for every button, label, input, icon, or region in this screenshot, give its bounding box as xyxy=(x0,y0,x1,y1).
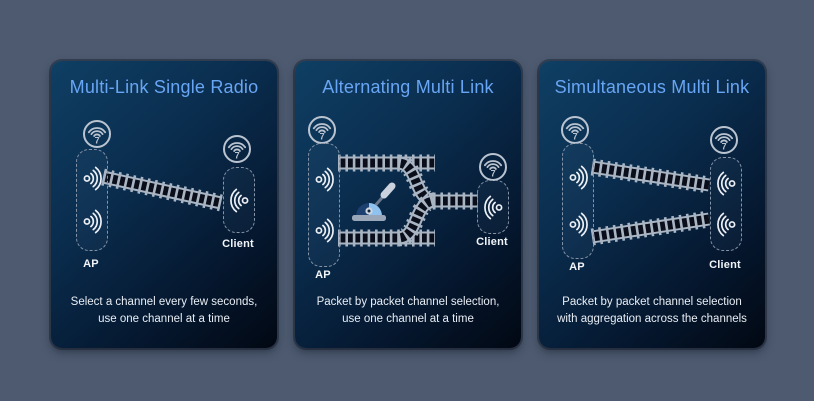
ap-box xyxy=(562,143,594,259)
svg-text:7: 7 xyxy=(235,151,240,161)
panel-title: Multi-Link Single Radio xyxy=(69,77,259,97)
panel-title: Simultaneous Multi Link xyxy=(554,77,750,97)
railroad-track-curve xyxy=(396,154,437,210)
radio-signal-icon xyxy=(716,212,735,237)
wifi7-icon: 7 xyxy=(561,116,589,144)
panel-description: Packet by packet channel selection, use … xyxy=(316,296,500,325)
svg-text:7: 7 xyxy=(95,136,100,146)
ap-box xyxy=(76,149,108,251)
railroad-track xyxy=(590,158,711,194)
client-label: Client xyxy=(222,238,254,250)
panel-description: Select a channel every few seconds, use … xyxy=(70,296,258,325)
panel-simultaneous-multi-link: Simultaneous Multi Link 7 xyxy=(539,61,765,348)
client-box xyxy=(477,180,509,234)
svg-text:7: 7 xyxy=(722,142,727,152)
ap-label: AP xyxy=(315,269,331,281)
radio-signal-icon xyxy=(483,195,502,219)
client-box xyxy=(710,157,742,251)
panel-description: Packet by packet channel selection with … xyxy=(557,296,747,325)
panel-multi-link-single-radio: Multi-Link Single Radio 7 xyxy=(51,61,277,348)
radio-signal-icon xyxy=(315,167,334,192)
radio-signal-icon xyxy=(83,209,102,234)
radio-signal-icon xyxy=(229,188,248,212)
railroad-track xyxy=(101,168,223,212)
radio-signal-icon xyxy=(315,218,334,243)
ap-label: AP xyxy=(83,258,99,270)
svg-text:7: 7 xyxy=(573,132,578,142)
radio-signal-icon xyxy=(716,171,735,196)
ap-box xyxy=(308,143,340,267)
wifi7-icon: 7 xyxy=(479,153,507,181)
svg-text:7: 7 xyxy=(491,169,496,179)
client-box xyxy=(223,167,255,233)
ap-label: AP xyxy=(569,261,585,273)
wifi7-icon: 7 xyxy=(710,126,738,154)
radio-signal-icon xyxy=(83,166,102,191)
railroad-track-curve xyxy=(396,192,437,247)
panel-alternating-multi-link: Alternating Multi Link xyxy=(295,61,521,348)
wifi7-icon: 7 xyxy=(83,120,111,148)
track-switch-lever-icon xyxy=(352,182,396,221)
panel-title: Alternating Multi Link xyxy=(322,77,494,97)
wifi7-icon: 7 xyxy=(223,135,251,163)
radio-signal-icon xyxy=(569,212,588,237)
client-label: Client xyxy=(476,236,508,248)
client-label: Client xyxy=(709,259,741,271)
wifi7-icon: 7 xyxy=(308,116,336,144)
radio-signal-icon xyxy=(569,165,588,190)
svg-text:7: 7 xyxy=(320,132,325,142)
railroad-track xyxy=(590,210,711,246)
